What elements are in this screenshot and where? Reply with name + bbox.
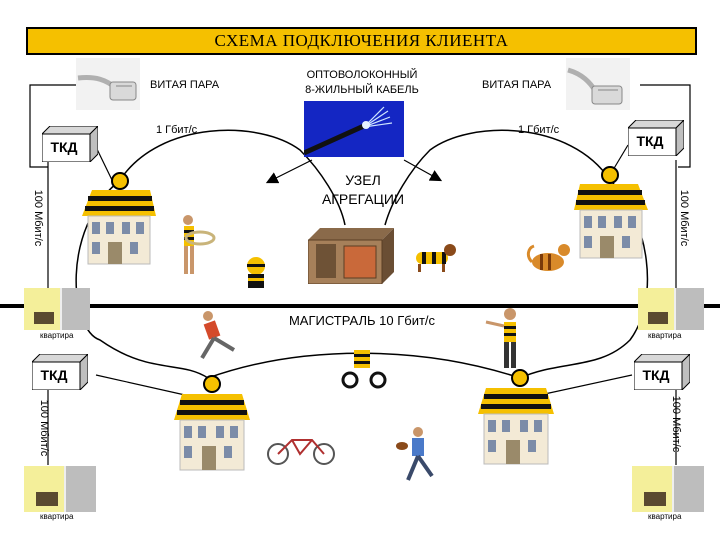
rj45-plug-left-image — [76, 58, 140, 110]
striped-person-image — [247, 257, 265, 288]
tkd-box-top-left: ТКД — [42, 126, 98, 162]
house-icon-bottom-right — [478, 369, 554, 465]
rj45-plug-right-image — [566, 58, 630, 110]
apartment-room-icon-top-right — [638, 288, 704, 330]
apartment-room-icon-bottom-right — [632, 466, 704, 512]
fiber-arrow-right — [403, 159, 443, 182]
jumping-person-image — [200, 311, 236, 360]
apartment-room-icon-top-left — [24, 288, 90, 330]
striped-dog-image — [416, 244, 456, 272]
node-label-line2: АГРЕГАЦИИ — [321, 191, 405, 207]
twisted-pair-label-right: ВИТАЯ ПАРА — [482, 79, 552, 91]
speed-1g-right: 1 Гбит/с — [518, 124, 560, 136]
tkd-label: ТКД — [642, 367, 670, 383]
fiber-label-line2: 8-ЖИЛЬНЫЙ КАБЕЛЬ — [305, 84, 419, 96]
house-icon-top-right — [574, 166, 648, 259]
arc-right-to-node — [384, 129, 611, 226]
aggregation-node-building-icon — [308, 228, 394, 284]
person-with-hoop-image — [183, 215, 216, 274]
fiber-optic-image — [304, 101, 404, 157]
fiber-arrow-left — [265, 159, 313, 184]
twisted-pair-label-left: ВИТАЯ ПАРА — [150, 79, 220, 91]
striped-tricycle-image — [341, 350, 387, 389]
tkd-box-bottom-right: ТКД — [634, 354, 690, 390]
tkd-label: ТКД — [636, 133, 664, 149]
fiber-cable-label: ОПТОВОЛОКОННЫЙ 8-ЖИЛЬНЫЙ КАБЕЛЬ — [290, 68, 434, 98]
tkd-label: ТКД — [50, 139, 78, 155]
arc-left-to-node — [119, 129, 346, 226]
diagram-title: СХЕМА ПОДКЛЮЧЕНИЯ КЛИЕНТА — [214, 31, 509, 50]
striped-cat-image — [526, 244, 570, 271]
tkd-box-bottom-left: ТКД — [32, 354, 88, 390]
speed-100m-bottom-right: 100 Мбит/с — [670, 395, 682, 453]
apartment-label: квартира — [648, 512, 682, 521]
house-icon-bottom-left — [174, 375, 250, 471]
tkd-box-shape — [32, 354, 88, 390]
ring-left-lower — [75, 179, 209, 379]
node-label-line1: УЗЕЛ — [345, 172, 381, 188]
tkd-label: ТКД — [40, 367, 68, 383]
speed-100m-top-left: 100 Мбит/с — [32, 189, 44, 247]
apartment-label: квартира — [40, 512, 74, 521]
tkd-box-top-right: ТКД — [628, 120, 684, 156]
apartment-label: квартира — [648, 331, 682, 340]
tkd-box-shape — [634, 354, 690, 390]
house-icon-top-left — [82, 172, 156, 265]
tkd-box-shape — [628, 120, 684, 156]
title-bar: СХЕМА ПОДКЛЮЧЕНИЯ КЛИЕНТА — [26, 27, 697, 55]
aggregation-node-label: УЗЕЛ АГРЕГАЦИИ — [300, 171, 426, 209]
fiber-label-line1: ОПТОВОЛОКОННЫЙ — [306, 69, 418, 81]
trunk-label: МАГИСТРАЛЬ 10 Гбит/с — [288, 313, 436, 328]
running-person-with-ball-image — [396, 427, 434, 481]
tandem-bicycle-image — [267, 439, 335, 465]
striped-dancer-image — [485, 308, 516, 368]
cable-right-top — [640, 84, 691, 168]
speed-100m-bottom-left: 100 Мбит/с — [38, 399, 50, 457]
tkd-box-shape — [42, 126, 98, 162]
cable-left-top — [29, 84, 80, 168]
speed-100m-top-right: 100 Мбит/с — [678, 189, 690, 247]
apartment-room-icon-bottom-left — [24, 466, 96, 512]
speed-1g-left: 1 Гбит/с — [156, 124, 198, 136]
apartment-label: квартира — [40, 331, 74, 340]
